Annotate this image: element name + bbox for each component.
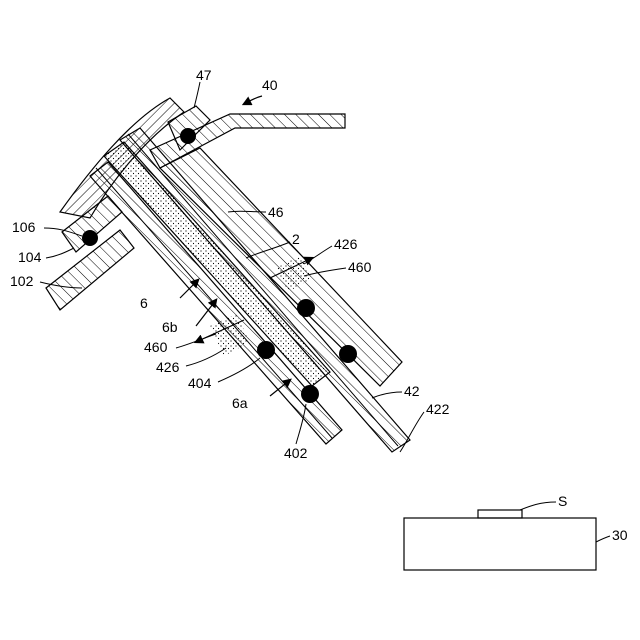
label-46: 46	[268, 204, 284, 220]
leader-S	[520, 502, 556, 510]
arrow-40	[244, 96, 262, 104]
label-404: 404	[188, 375, 212, 391]
leader-47	[194, 82, 200, 108]
o-ring-402	[301, 385, 319, 403]
o-ring-404	[257, 341, 275, 359]
label-402: 402	[284, 445, 308, 461]
label-47: 47	[196, 67, 212, 83]
tube-line-b	[128, 134, 398, 446]
o-ring-47	[180, 128, 196, 144]
sample-S	[478, 510, 522, 518]
label-426-upper: 426	[334, 236, 358, 252]
label-422: 422	[426, 401, 450, 417]
leader-426-upper	[304, 246, 332, 264]
label-6: 6	[140, 295, 148, 311]
leader-460-lower	[176, 334, 216, 348]
label-460-lower: 460	[144, 339, 168, 355]
label-6b: 6b	[162, 319, 178, 335]
leader-42	[372, 392, 402, 398]
leader-30	[596, 536, 610, 542]
leader-104	[46, 248, 74, 258]
label-102: 102	[10, 273, 34, 289]
o-ring-right	[339, 345, 357, 363]
label-30: 30	[612, 527, 628, 543]
label-106: 106	[12, 219, 36, 235]
stage-group	[404, 510, 596, 570]
label-460-upper: 460	[348, 259, 372, 275]
label-2: 2	[292, 231, 300, 247]
leader-426-lower	[186, 348, 226, 366]
label-104: 104	[18, 249, 42, 265]
stage-30	[404, 518, 596, 570]
label-40: 40	[262, 77, 278, 93]
label-S: S	[558, 493, 567, 509]
label-426-lower: 426	[156, 359, 180, 375]
label-42: 42	[404, 383, 420, 399]
o-ring-106	[82, 230, 98, 246]
tube-assembly	[90, 128, 410, 452]
label-6a: 6a	[232, 395, 248, 411]
outer-tube-42	[120, 128, 410, 452]
o-ring-upper	[297, 299, 315, 317]
